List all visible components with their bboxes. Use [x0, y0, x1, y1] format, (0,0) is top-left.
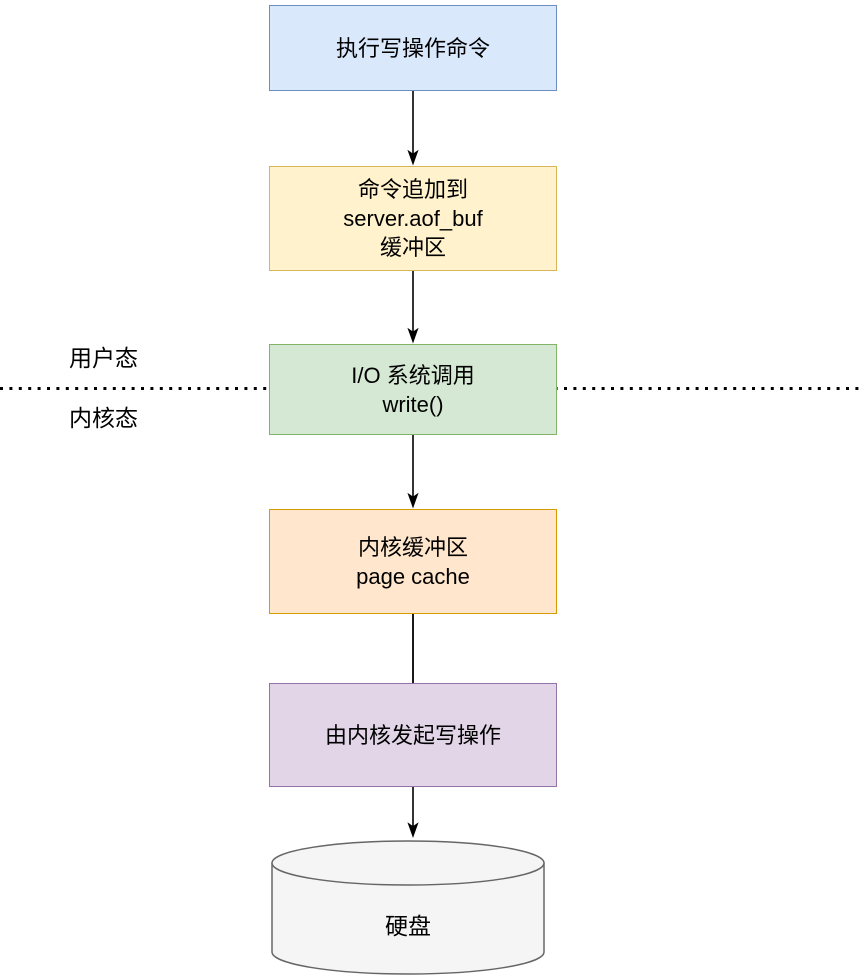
- arrow-syscall-to-pagecache: [407, 435, 419, 509]
- disk-label: 硬盘: [385, 913, 431, 939]
- label-kernel-mode: 内核态: [69, 405, 138, 431]
- arrowhead-icon: [407, 822, 419, 838]
- arrow-aofbuf-to-syscall: [407, 271, 419, 344]
- arrowhead-icon: [407, 327, 419, 344]
- arrow-execute-to-aofbuf: [407, 91, 419, 166]
- node-append-aof-buf: 命令追加到 server.aof_buf 缓冲区: [269, 166, 557, 271]
- node-kernel-page-cache: 内核缓冲区 page cache: [269, 509, 557, 614]
- node-disk-cylinder: 硬盘: [270, 839, 546, 976]
- node-kernel-initiated-write: 由内核发起写操作: [269, 683, 557, 787]
- arrow-kernelwrite-to-disk: [407, 787, 419, 838]
- label-user-mode: 用户态: [69, 345, 138, 371]
- arrowhead-icon: [407, 492, 419, 509]
- node-execute-write-command: 执行写操作命令: [269, 5, 557, 91]
- arrowhead-icon: [407, 149, 419, 166]
- node-io-syscall-write: I/O 系统调用 write(): [269, 344, 557, 435]
- cylinder-shape: [271, 840, 545, 975]
